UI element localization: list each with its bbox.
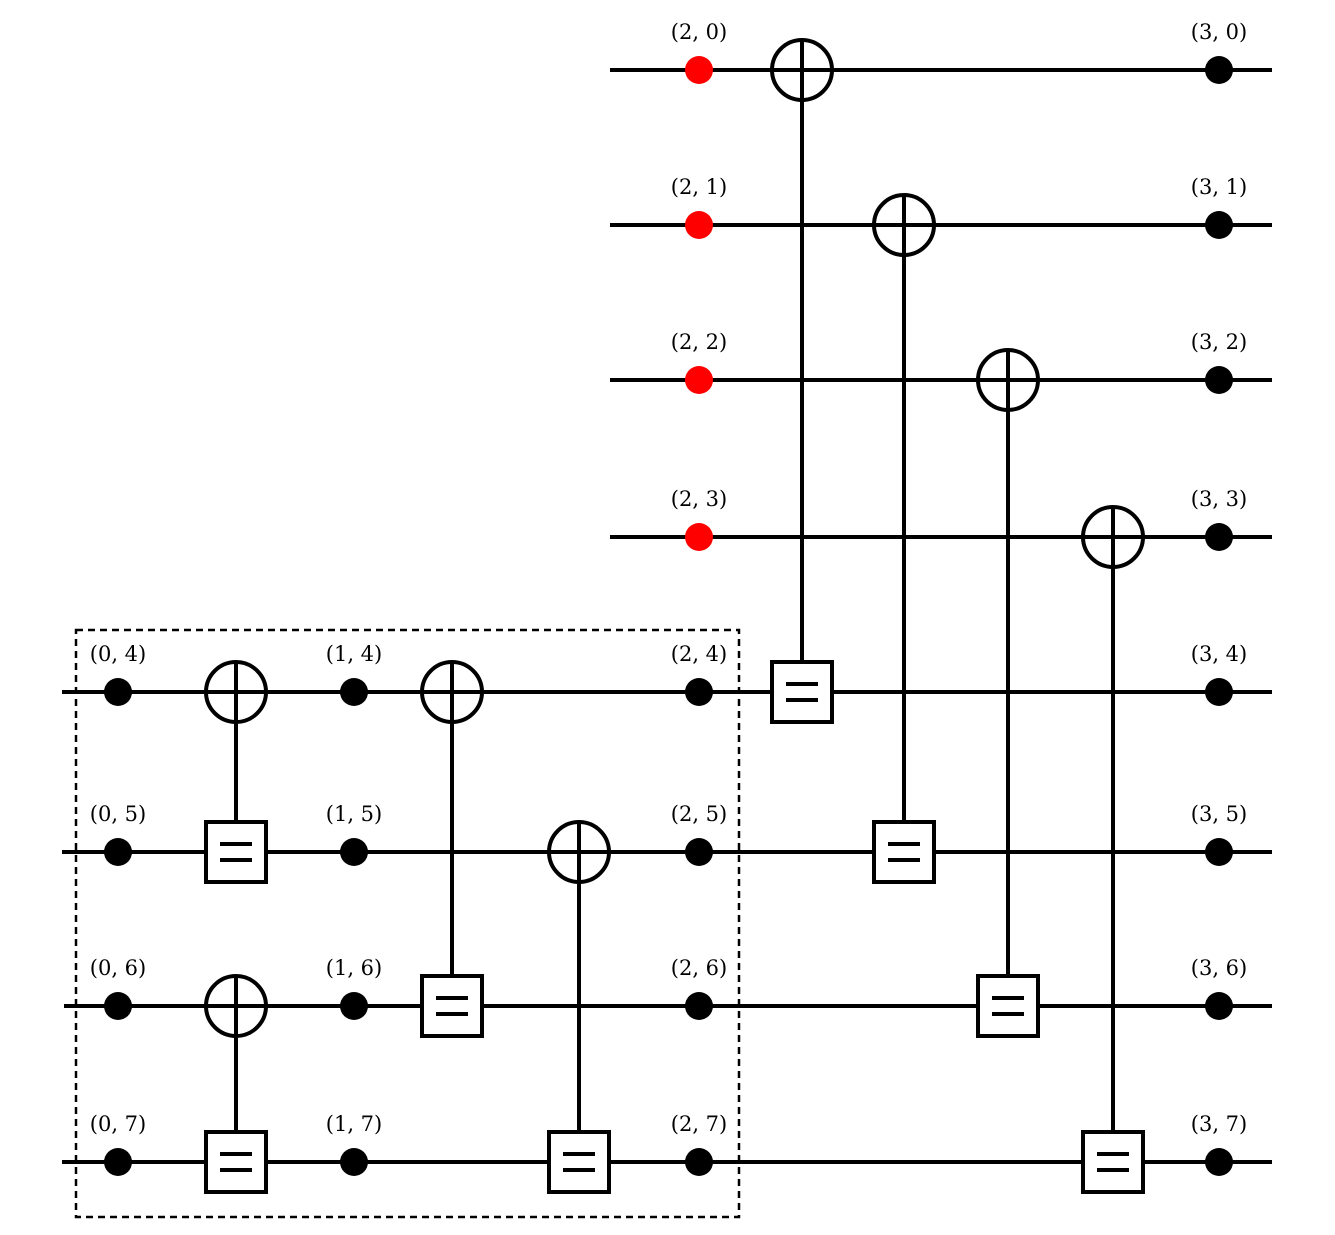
node-0-5: [104, 838, 132, 866]
node-2-4: [685, 678, 713, 706]
node-2-1: [685, 211, 713, 239]
node-1-7: [340, 1148, 368, 1176]
dashed-group-box: [74, 628, 741, 1219]
node-label-0-6: (0, 6): [90, 956, 146, 980]
node-label-1-4: (1, 4): [326, 642, 382, 666]
node-0-7: [104, 1148, 132, 1176]
node-label-1-6: (1, 6): [326, 956, 382, 980]
node-label-2-5: (2, 5): [671, 802, 727, 826]
node-0-4: [104, 678, 132, 706]
node-3-1: [1205, 211, 1233, 239]
node-label-1-5: (1, 5): [326, 802, 382, 826]
equals-control-icon: [770, 660, 834, 724]
equals-control-icon: [204, 820, 268, 884]
node-label-3-4: (3, 4): [1191, 642, 1247, 666]
node-3-0: [1205, 56, 1233, 84]
node-label-2-3: (2, 3): [671, 487, 727, 511]
node-label-1-7: (1, 7): [326, 1112, 382, 1136]
node-label-2-7: (2, 7): [671, 1112, 727, 1136]
node-2-6: [685, 992, 713, 1020]
node-0-6: [104, 992, 132, 1020]
equals-control-icon: [872, 820, 936, 884]
node-label-2-2: (2, 2): [671, 330, 727, 354]
node-label-2-0: (2, 0): [671, 20, 727, 44]
node-label-2-4: (2, 4): [671, 642, 727, 666]
node-label-3-1: (3, 1): [1191, 175, 1247, 199]
equals-control-icon: [547, 1130, 611, 1194]
node-3-2: [1205, 366, 1233, 394]
node-label-3-5: (3, 5): [1191, 802, 1247, 826]
node-1-6: [340, 992, 368, 1020]
node-label-2-6: (2, 6): [671, 956, 727, 980]
node-3-6: [1205, 992, 1233, 1020]
node-1-5: [340, 838, 368, 866]
node-2-5: [685, 838, 713, 866]
node-label-0-7: (0, 7): [90, 1112, 146, 1136]
equals-control-icon: [1081, 1130, 1145, 1194]
node-3-4: [1205, 678, 1233, 706]
node-2-3: [685, 523, 713, 551]
equals-control-icon: [204, 1130, 268, 1194]
equals-control-icon: [976, 974, 1040, 1038]
node-label-0-4: (0, 4): [90, 642, 146, 666]
node-1-4: [340, 678, 368, 706]
node-2-7: [685, 1148, 713, 1176]
node-label-3-2: (3, 2): [1191, 330, 1247, 354]
node-label-2-1: (2, 1): [671, 175, 727, 199]
node-2-0: [685, 56, 713, 84]
equals-control-icon: [420, 974, 484, 1038]
node-3-3: [1205, 523, 1233, 551]
node-label-0-5: (0, 5): [90, 802, 146, 826]
node-label-3-7: (3, 7): [1191, 1112, 1247, 1136]
node-2-2: [685, 366, 713, 394]
node-label-3-0: (3, 0): [1191, 20, 1247, 44]
node-label-3-3: (3, 3): [1191, 487, 1247, 511]
node-3-7: [1205, 1148, 1233, 1176]
node-label-3-6: (3, 6): [1191, 956, 1247, 980]
node-3-5: [1205, 838, 1233, 866]
